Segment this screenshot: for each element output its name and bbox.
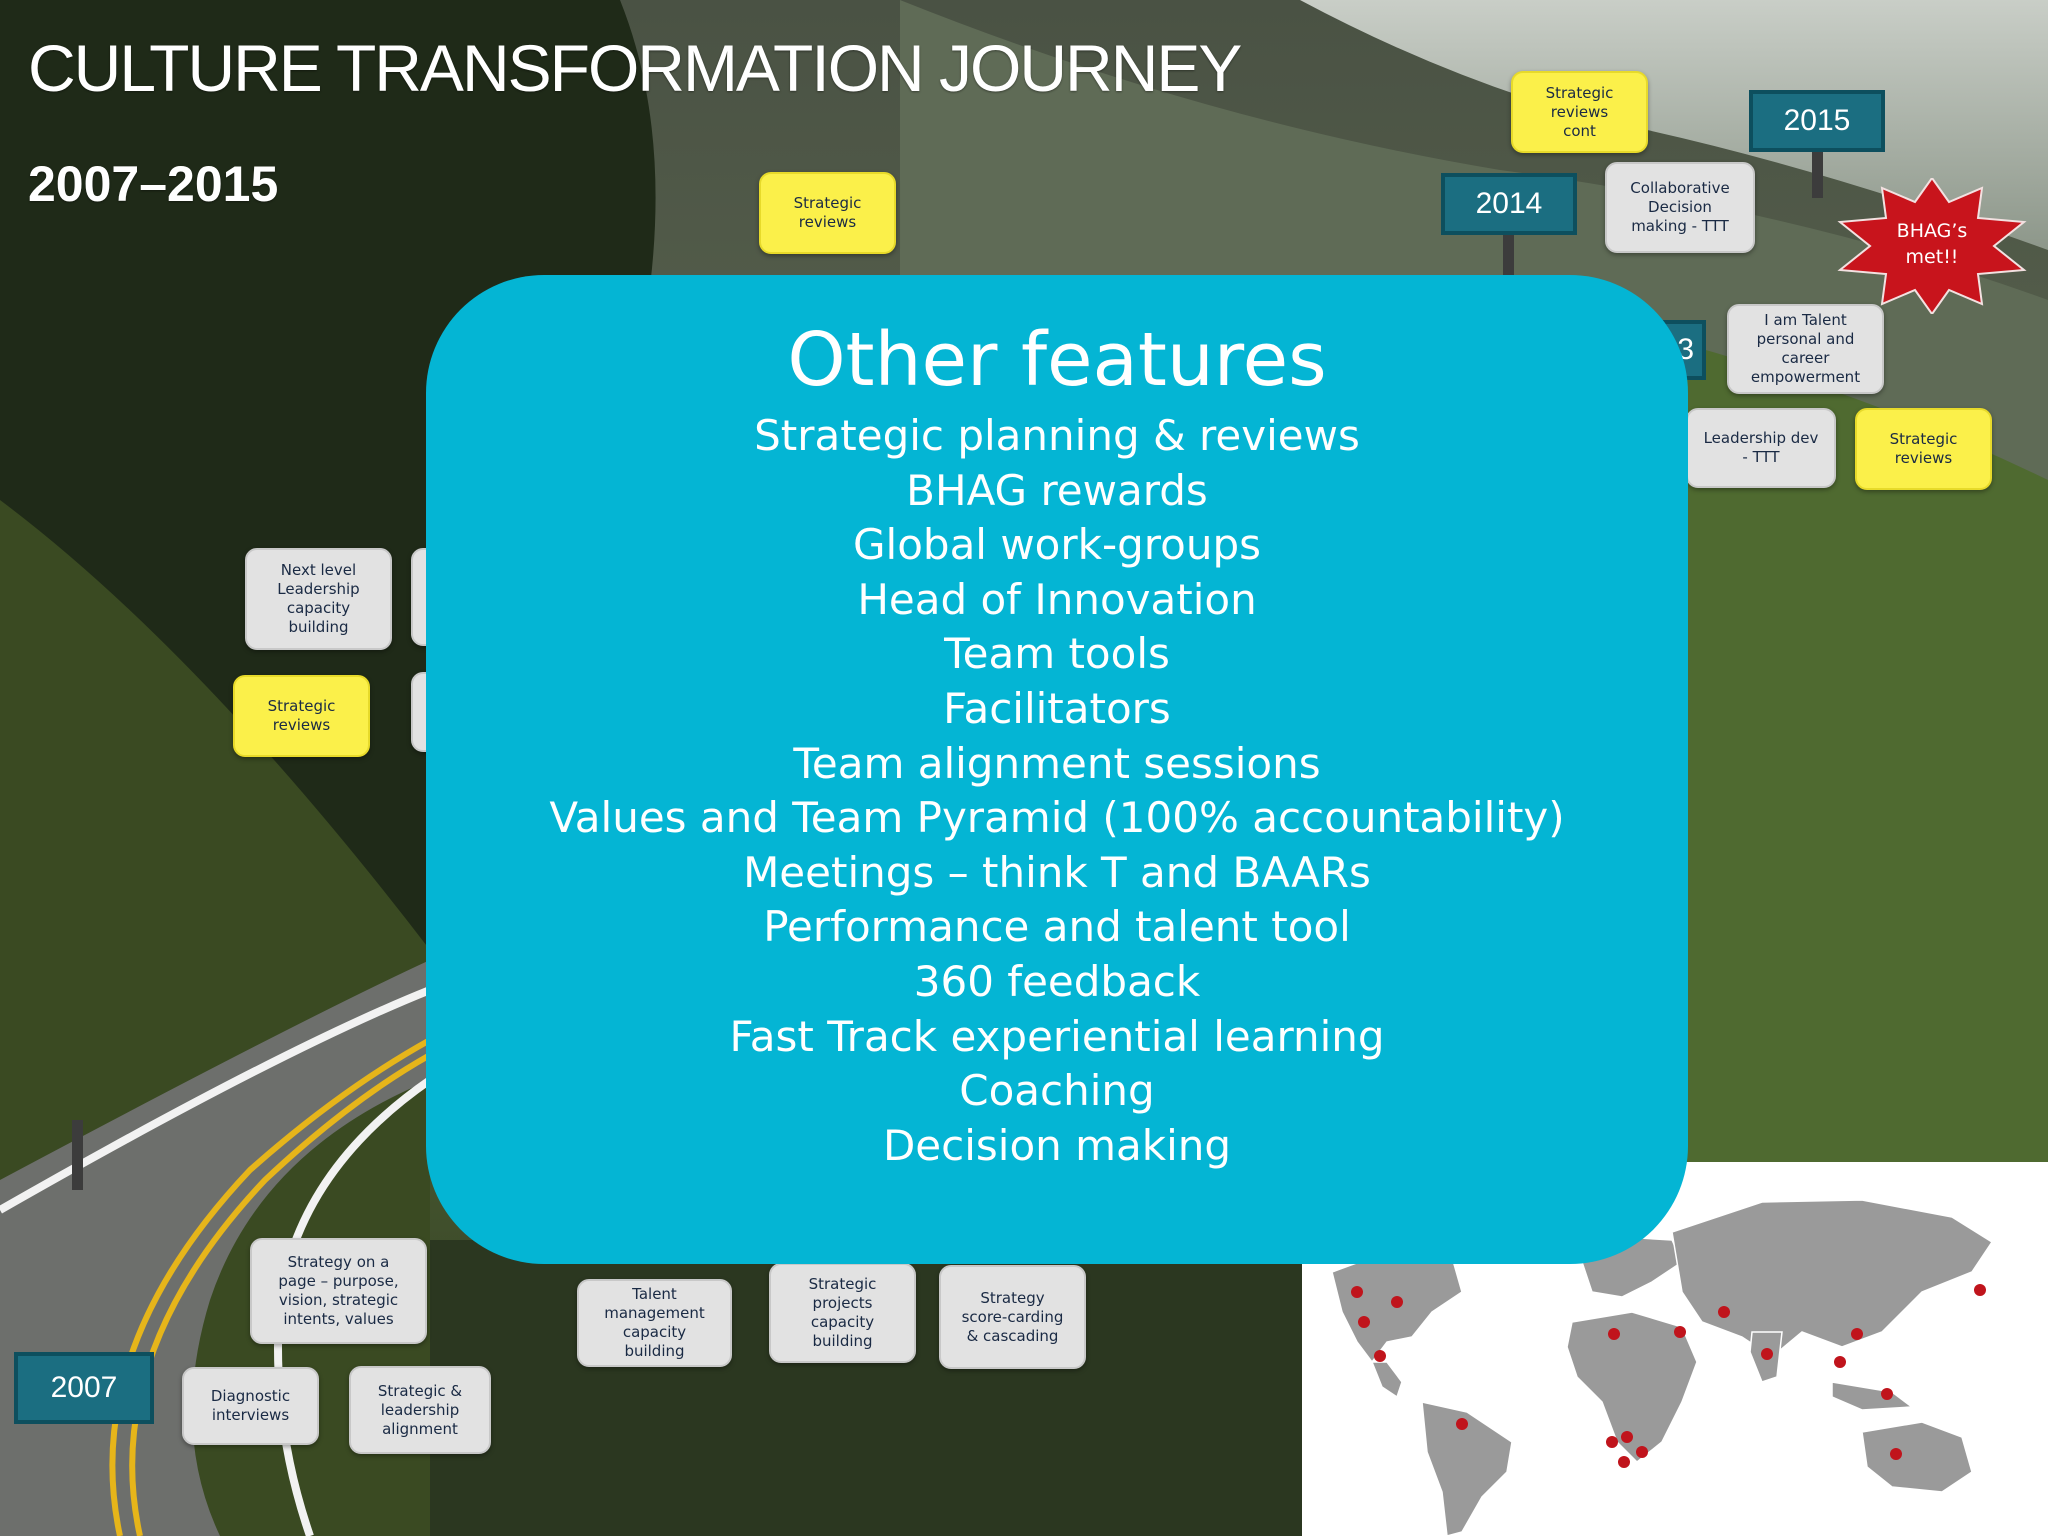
sign-post-2014: [1503, 228, 1514, 280]
feature-item: BHAG rewards: [906, 465, 1208, 515]
feature-item: Fast Track experiential learning: [729, 1011, 1385, 1061]
note-strategy-on-a-page: Strategy on a page – purpose, vision, st…: [250, 1238, 427, 1344]
note-strategic-reviews-cont: Strategic reviews cont: [1511, 71, 1648, 153]
year-sign-2007: 2007: [14, 1352, 154, 1424]
note-strategic-reviews-right: Strategic reviews: [1855, 408, 1992, 490]
note-strategic-leadership-alignment: Strategic & leadership alignment: [349, 1366, 491, 1454]
note-strategic-reviews-left: Strategic reviews: [233, 675, 370, 757]
other-features-list: Strategic planning & reviews BHAG reward…: [426, 409, 1688, 1173]
feature-item: Strategic planning & reviews: [754, 411, 1360, 460]
feature-item: Coaching: [959, 1066, 1155, 1116]
note-next-level-leadership: Next level Leadership capacity building: [245, 548, 392, 650]
note-strategy-scorecarding: Strategy score-carding & cascading: [939, 1265, 1086, 1369]
feature-item: Values and Team Pyramid (100% accountabi…: [549, 793, 1565, 843]
feature-item: Meetings – think T and BAARs: [743, 847, 1371, 897]
feature-item: 360 feedback: [913, 956, 1201, 1006]
feature-item: Team tools: [944, 629, 1170, 679]
bhag-starburst-badge: [1837, 178, 2027, 314]
note-talent-management: Talent management capacity building: [577, 1279, 732, 1367]
feature-item: Team alignment sessions: [793, 738, 1321, 788]
year-sign-2014: 2014: [1441, 173, 1577, 235]
feature-item: Facilitators: [943, 683, 1171, 733]
date-range-subtitle: 2007–2015: [28, 156, 279, 212]
sign-post-2015: [1812, 144, 1823, 198]
note-diagnostic-interviews: Diagnostic interviews: [182, 1367, 319, 1445]
other-features-panel: Other features Strategic planning & revi…: [426, 275, 1688, 1264]
page-title: CULTURE TRANSFORMATION JOURNEY: [28, 31, 1242, 105]
note-strategic-reviews-top: Strategic reviews: [759, 172, 896, 254]
note-strategic-projects: Strategic projects capacity building: [769, 1263, 916, 1363]
other-features-heading: Other features: [787, 317, 1327, 403]
feature-item: Head of Innovation: [857, 574, 1257, 624]
year-sign-2015: 2015: [1749, 90, 1885, 152]
note-collaborative-decision: Collaborative Decision making - TTT: [1605, 162, 1755, 253]
note-leadership-dev: Leadership dev - TTT: [1686, 408, 1836, 488]
office-markers: [1351, 1231, 1986, 1468]
feature-item: Performance and talent tool: [763, 902, 1351, 952]
feature-item: Global work-groups: [853, 520, 1261, 570]
note-i-am-talent: I am Talent personal and career empowerm…: [1727, 304, 1884, 394]
sign-post-2007: [72, 1120, 83, 1190]
bhag-badge-label: BHAG’s met!!: [1896, 220, 1968, 268]
feature-item: Decision making: [882, 1120, 1232, 1170]
